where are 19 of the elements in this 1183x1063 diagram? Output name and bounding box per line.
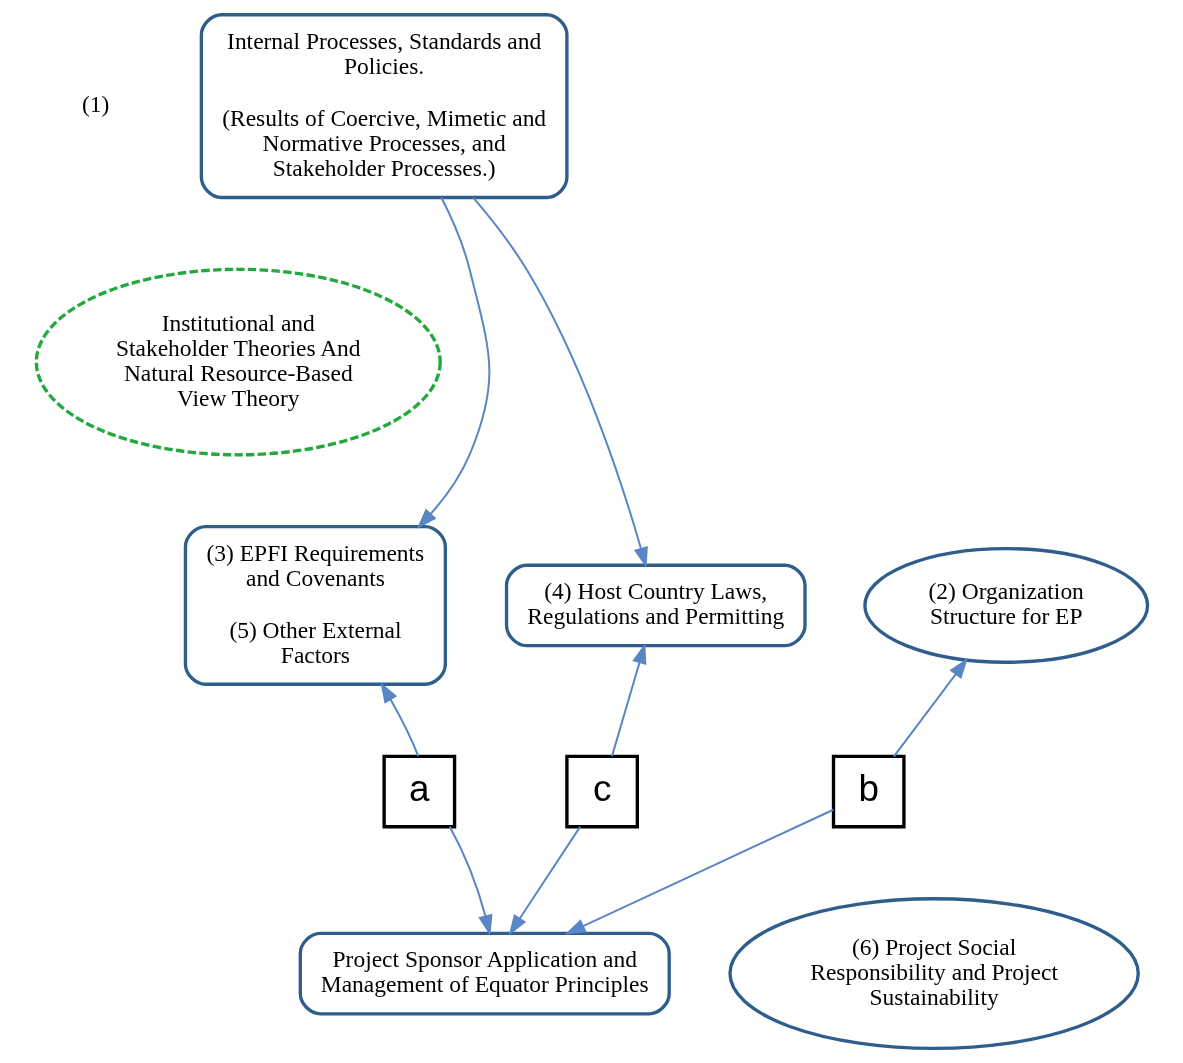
node-box: (4) Host Country Laws, Regulations and Permitting [504,563,807,648]
node-box: b [831,754,906,829]
arrow [508,826,581,936]
node-box: a [381,754,456,829]
arrow [448,826,492,936]
node-box: Project Sponsor Application and Management of Equator Principles [298,931,671,1016]
arrow [610,642,646,757]
node-ellipse: (2) Organization Structure for EP [862,546,1149,664]
node-ellipse: (6) Project Social Responsibility and Project Sustainability [727,897,1140,1051]
arrow [892,658,968,757]
node-ellipse: Institutional and Stakeholder Theories And Natural Resource-Based View Theory [34,267,442,457]
node-label: (1) [81,91,109,118]
node-box: Internal Processes, Standards and Policies. (Results of Coercive, Mimetic and Normative Processes, and Stakeholder Processes.) [199,13,569,200]
arrow [416,197,490,529]
arrow [564,808,834,935]
node-box: c [564,754,639,829]
node-box: (3) EPFI Requirements and Covenants (5) Other External Factors [183,524,447,686]
arrow [472,197,648,569]
arrow [379,682,419,757]
